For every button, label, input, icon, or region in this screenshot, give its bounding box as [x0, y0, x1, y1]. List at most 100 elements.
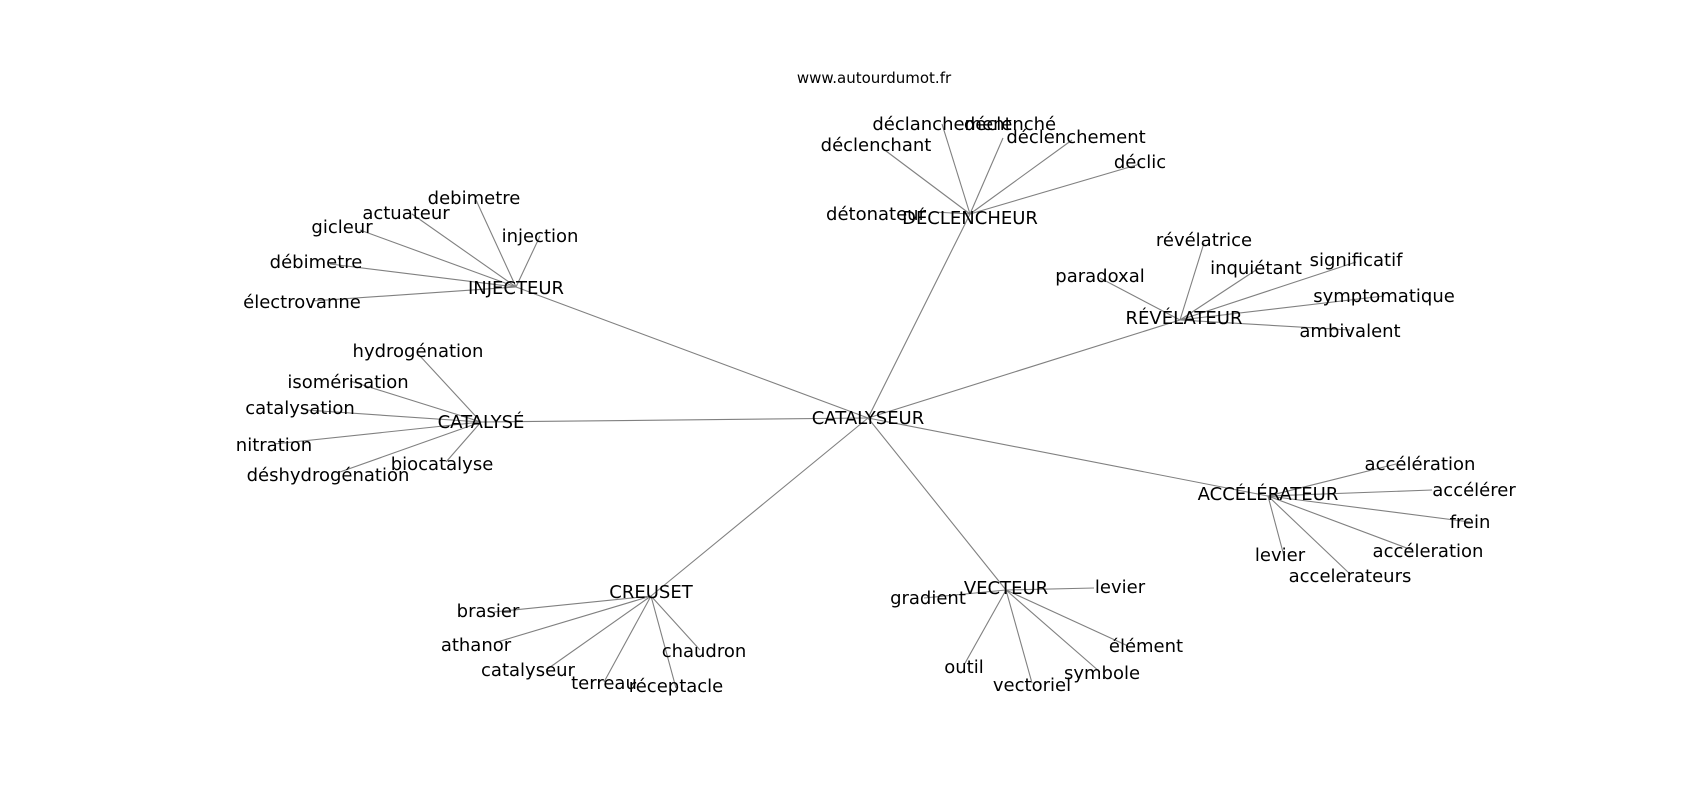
- leaf-edge: [923, 589, 1007, 599]
- leaf-edge: [1267, 495, 1413, 551]
- hub-node[interactable]: CATALYSÉ: [438, 411, 525, 433]
- leaf-node[interactable]: vectoriel: [993, 675, 1071, 696]
- leaf-node[interactable]: déclenchement: [1006, 127, 1145, 148]
- leaf-edge: [1267, 495, 1285, 557]
- hub-edge: [867, 213, 971, 419]
- leaf-node[interactable]: paradoxal: [1055, 266, 1144, 287]
- hub-node[interactable]: DÉCLENCHEUR: [902, 207, 1038, 229]
- leaf-node[interactable]: hydrogénation: [353, 341, 484, 362]
- leaf-node[interactable]: déshydrogénation: [247, 465, 410, 486]
- leaf-edge: [933, 211, 971, 215]
- center-node[interactable]: CATALYSEUR: [812, 408, 925, 429]
- leaf-node[interactable]: révélatrice: [1156, 230, 1252, 251]
- leaf-node[interactable]: débimetre: [270, 252, 363, 273]
- leaf-edge: [1179, 319, 1351, 331]
- hub-node[interactable]: CREUSET: [609, 582, 693, 603]
- leaf-node[interactable]: brasier: [457, 601, 520, 622]
- leaf-node[interactable]: gicleur: [311, 217, 373, 238]
- leaf-node[interactable]: accelerateurs: [1289, 566, 1412, 587]
- leaf-node[interactable]: déclic: [1114, 152, 1166, 173]
- leaf-node[interactable]: réceptacle: [629, 676, 724, 697]
- leaf-edge: [1267, 463, 1397, 497]
- leaf-edge: [349, 380, 482, 423]
- leaf-node[interactable]: symbole: [1064, 663, 1140, 684]
- leaf-edge: [1099, 277, 1181, 321]
- leaf-edge: [969, 139, 1073, 215]
- leaf-edge: [1005, 589, 1129, 647]
- hub-edge: [480, 417, 869, 423]
- leaf-edge: [1179, 261, 1357, 321]
- leaf-edge: [419, 355, 482, 423]
- leaf-edge: [941, 123, 971, 215]
- leaf-edge: [273, 421, 482, 445]
- leaf-edge: [1005, 589, 1033, 684]
- leaf-edge: [339, 421, 482, 473]
- hub-node[interactable]: RÉVÉLATEUR: [1126, 307, 1243, 329]
- leaf-edge: [445, 421, 482, 463]
- leaf-node[interactable]: catalysation: [245, 398, 355, 419]
- site-url: www.autourdumot.fr: [797, 69, 952, 87]
- leaf-edge: [603, 595, 652, 683]
- hub-edge: [867, 417, 1007, 591]
- leaf-node[interactable]: déclenché: [964, 114, 1056, 135]
- leaf-edge: [1179, 269, 1257, 321]
- leaf-node[interactable]: détonateur: [826, 204, 927, 225]
- leaf-node[interactable]: déclanchement: [872, 114, 1011, 135]
- leaf-edge: [1267, 495, 1471, 523]
- leaf-node[interactable]: isomérisation: [287, 372, 408, 393]
- leaf-edge: [1005, 587, 1095, 591]
- leaf-edge: [1267, 489, 1433, 497]
- leaf-node[interactable]: élément: [1109, 636, 1183, 657]
- hub-node[interactable]: VECTEUR: [964, 578, 1048, 599]
- leaf-node[interactable]: catalyseur: [481, 660, 576, 681]
- leaf-edge: [1005, 589, 1101, 673]
- leaf-node[interactable]: frein: [1450, 512, 1491, 533]
- leaf-edge: [969, 137, 1004, 215]
- hub-node[interactable]: INJECTEUR: [468, 278, 564, 299]
- leaf-edge: [1267, 495, 1351, 575]
- hub-edge: [867, 417, 1269, 497]
- leaf-node[interactable]: biocatalyse: [391, 454, 494, 475]
- leaf-edge: [411, 213, 517, 288]
- leaf-node[interactable]: levier: [1255, 545, 1306, 566]
- leaf-edge: [969, 163, 1141, 215]
- leaf-edge: [650, 595, 701, 651]
- leaf-edge: [515, 235, 541, 288]
- hub-edge: [867, 319, 1181, 419]
- leaf-node[interactable]: accélération: [1365, 454, 1476, 475]
- leaf-edge: [1179, 242, 1205, 321]
- leaf-node[interactable]: significatif: [1310, 250, 1404, 271]
- hub-node[interactable]: ACCÉLÉRATEUR: [1198, 483, 1339, 505]
- leaf-node[interactable]: outil: [944, 657, 983, 678]
- leaf-node[interactable]: symptomatique: [1313, 286, 1455, 307]
- leaf-node[interactable]: injection: [502, 226, 579, 247]
- leaf-edge: [329, 263, 517, 288]
- hub-edge: [515, 286, 869, 419]
- leaf-edge: [311, 286, 517, 302]
- leaf-node[interactable]: athanor: [441, 635, 512, 656]
- leaf-edge: [359, 229, 517, 288]
- leaf-node[interactable]: gradient: [890, 588, 966, 609]
- leaf-node[interactable]: levier: [1095, 577, 1146, 598]
- leaf-edge: [881, 147, 971, 215]
- leaf-edge: [305, 409, 482, 423]
- leaf-node[interactable]: actuateur: [362, 203, 450, 224]
- leaf-node[interactable]: debimetre: [428, 188, 521, 209]
- leaf-edge: [493, 595, 652, 613]
- leaf-node[interactable]: accélérer: [1432, 480, 1516, 501]
- hub-edge: [650, 417, 869, 597]
- leaf-node[interactable]: nitration: [236, 435, 312, 456]
- leaf-node[interactable]: chaudron: [662, 641, 747, 662]
- leaf-node[interactable]: électrovanne: [243, 292, 361, 313]
- leaf-node[interactable]: accéleration: [1373, 541, 1484, 562]
- leaf-edge: [545, 595, 652, 671]
- leaf-edge: [475, 199, 517, 288]
- leaf-node[interactable]: terreau: [571, 673, 637, 694]
- leaf-node[interactable]: inquiétant: [1210, 258, 1302, 279]
- leaf-edge: [963, 589, 1007, 666]
- leaf-node[interactable]: déclenchant: [821, 135, 932, 156]
- leaf-edge: [650, 595, 677, 689]
- leaf-node[interactable]: ambivalent: [1299, 321, 1400, 342]
- leaf-edge: [1179, 295, 1385, 321]
